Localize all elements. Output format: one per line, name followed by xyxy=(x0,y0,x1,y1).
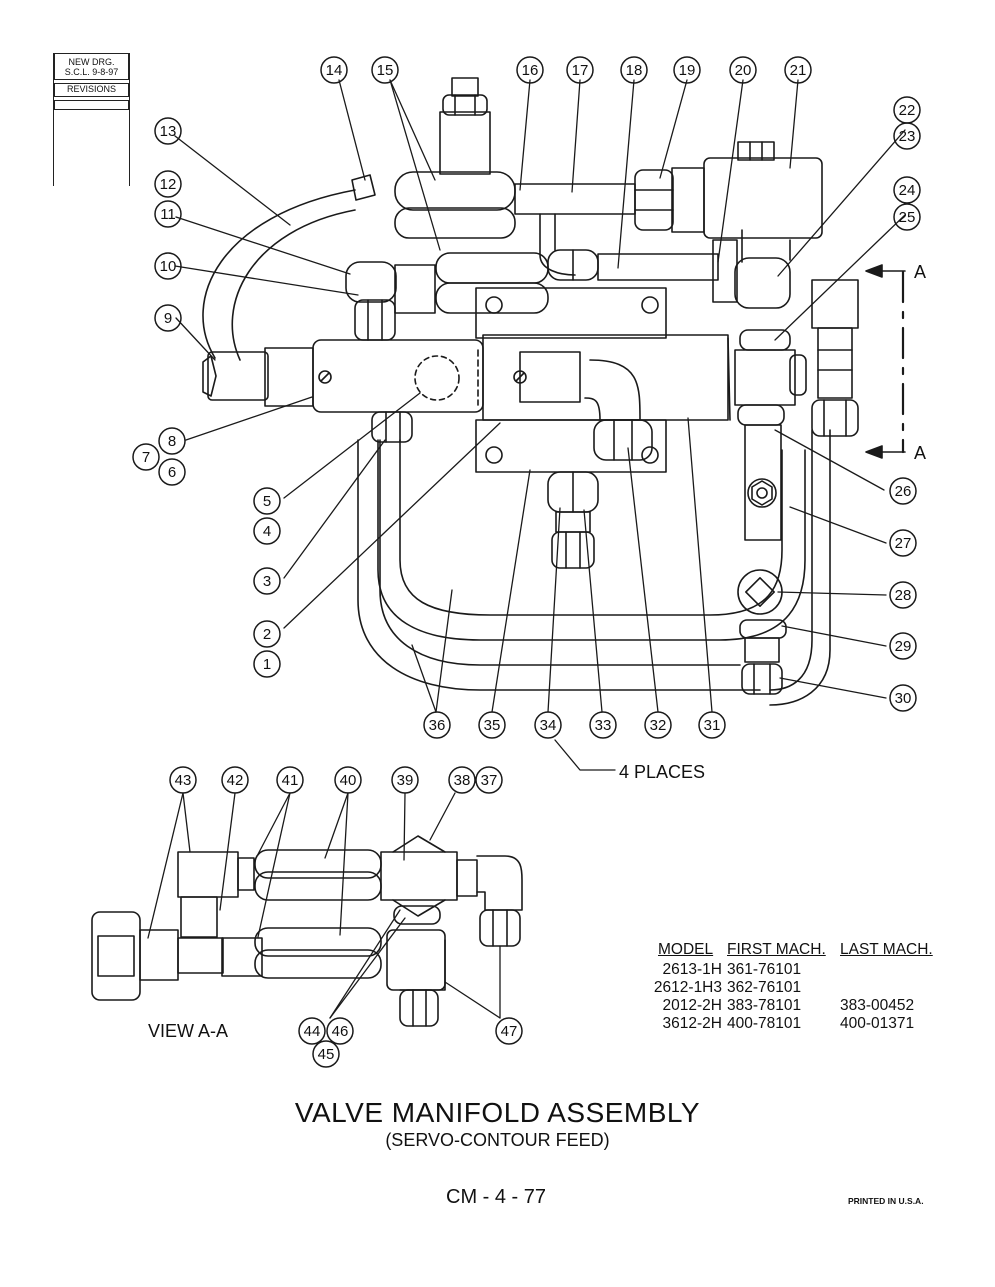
callout-10: 10 xyxy=(160,258,177,275)
callout-7: 7 xyxy=(142,449,150,466)
callout-13: 13 xyxy=(160,123,177,140)
callout-31: 31 xyxy=(704,717,721,734)
callout-46: 46 xyxy=(332,1023,349,1040)
main-assembly xyxy=(202,77,906,706)
last-mach-cell: 383-00452 xyxy=(840,997,915,1014)
callout-22: 22 xyxy=(899,102,916,119)
callout-23: 23 xyxy=(899,128,916,145)
callout-3: 3 xyxy=(263,573,271,590)
section-marker-top: A xyxy=(914,262,926,282)
callout-5: 5 xyxy=(263,493,271,510)
table-row: 2613-1H 361-76101 xyxy=(620,961,940,978)
callout-12: 12 xyxy=(160,176,177,193)
revision-block: NEW DRG. S.C.L. 9-8-97 REVISIONS xyxy=(53,53,130,186)
page-number: CM - 4 - 77 xyxy=(446,1186,547,1208)
page-subtitle: (SERVO-CONTOUR FEED) xyxy=(385,1130,610,1150)
callout-18: 18 xyxy=(626,62,643,79)
callout-16: 16 xyxy=(522,62,539,79)
section-marker-bottom: A xyxy=(914,443,926,463)
callout-19: 19 xyxy=(679,62,696,79)
callout-47: 47 xyxy=(501,1023,518,1040)
callout-15: 15 xyxy=(377,62,394,79)
callout-8: 8 xyxy=(168,433,176,450)
callout-2: 2 xyxy=(263,626,271,643)
callout-17: 17 xyxy=(572,62,589,79)
table-row: 2612-1H3 362-76101 xyxy=(620,979,940,996)
callout-39: 39 xyxy=(397,772,414,789)
callout-36: 36 xyxy=(429,717,446,734)
places-note: 4 PLACES xyxy=(619,762,706,782)
revisions-row xyxy=(54,100,129,110)
callout-9: 9 xyxy=(164,310,172,327)
first-mach-cell: 383-78101 xyxy=(727,997,802,1014)
callout-35: 35 xyxy=(484,717,501,734)
callout-38: 38 xyxy=(454,772,471,789)
first-mach-cell: 362-76101 xyxy=(727,979,802,996)
first-mach-cell: 361-76101 xyxy=(727,961,802,978)
models-header-first: FIRST MACH. xyxy=(727,941,826,958)
revision-stamp: NEW DRG. S.C.L. 9-8-97 xyxy=(54,53,129,80)
models-header-last: LAST MACH. xyxy=(840,941,933,958)
callout-14: 14 xyxy=(326,62,343,79)
model-cell: 3612-2H xyxy=(662,1015,722,1032)
models-header-model: MODEL xyxy=(658,941,714,958)
callout-32: 32 xyxy=(650,717,667,734)
callout-37: 37 xyxy=(481,772,498,789)
view-label: VIEW A-A xyxy=(148,1021,229,1041)
callout-45: 45 xyxy=(318,1046,335,1063)
callout-4: 4 xyxy=(263,523,271,540)
callout-33: 33 xyxy=(595,717,612,734)
revision-stamp-line2: S.C.L. 9-8-97 xyxy=(64,67,119,77)
model-cell: 2612-1H3 xyxy=(653,979,722,996)
callout-26: 26 xyxy=(895,483,912,500)
callout-numbers: 14 15 16 17 18 19 20 21 22 23 24 25 13 1… xyxy=(142,62,916,1063)
page-title: VALVE MANIFOLD ASSEMBLY xyxy=(294,1097,701,1128)
callout-43: 43 xyxy=(175,772,192,789)
callout-21: 21 xyxy=(790,62,807,79)
callout-42: 42 xyxy=(227,772,244,789)
section-markers: A A xyxy=(914,262,926,463)
callout-24: 24 xyxy=(899,182,916,199)
callout-balloons xyxy=(132,56,921,1068)
revisions-header: REVISIONS xyxy=(54,83,129,97)
first-mach-cell: 400-78101 xyxy=(727,1015,802,1032)
callout-28: 28 xyxy=(895,587,912,604)
leader-lines xyxy=(147,79,906,1019)
printed-note: PRINTED IN U.S.A. xyxy=(848,1196,924,1206)
callout-41: 41 xyxy=(282,772,299,789)
callout-34: 34 xyxy=(540,717,557,734)
callout-40: 40 xyxy=(340,772,357,789)
table-row: 3612-2H 400-78101 400-01371 xyxy=(620,1015,940,1032)
callout-27: 27 xyxy=(895,535,912,552)
callout-11: 11 xyxy=(160,206,176,223)
callout-25: 25 xyxy=(899,209,916,226)
model-cell: 2012-2H xyxy=(662,997,722,1014)
callout-44: 44 xyxy=(304,1023,321,1040)
revision-stamp-line1: NEW DRG. xyxy=(68,57,115,67)
model-cell: 2613-1H xyxy=(662,961,722,978)
last-mach-cell: 400-01371 xyxy=(840,1015,915,1032)
callout-30: 30 xyxy=(895,690,912,707)
callout-6: 6 xyxy=(168,464,176,481)
callout-1: 1 xyxy=(263,656,271,673)
table-row: 2012-2H 383-78101 383-00452 xyxy=(620,997,940,1014)
callout-29: 29 xyxy=(895,638,912,655)
view-a-a-assembly xyxy=(91,835,523,1027)
callout-20: 20 xyxy=(735,62,752,79)
